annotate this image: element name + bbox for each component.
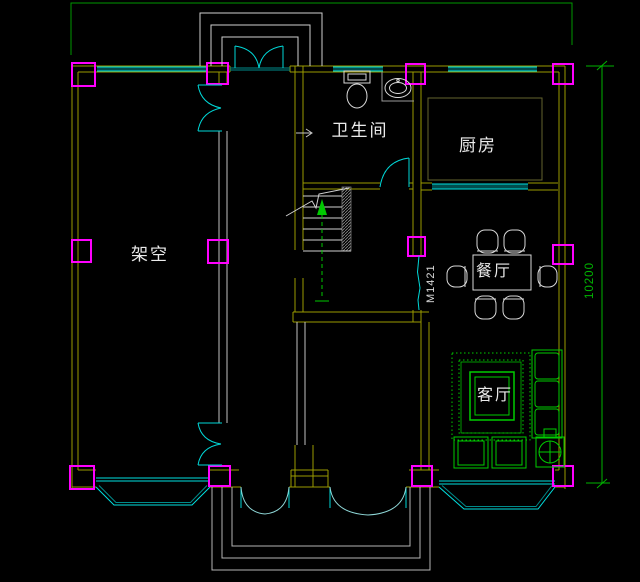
door-m1421	[416, 255, 421, 311]
dimension-text-10200: 10200	[584, 262, 596, 299]
wash-basin	[381, 72, 414, 102]
height-dimension	[586, 60, 614, 489]
floor-fan	[535, 428, 565, 468]
stilt-space-top-door	[197, 84, 222, 132]
room-label-dining: 餐厅	[475, 263, 512, 280]
living-room-rug	[451, 352, 531, 441]
south-double-doors	[240, 486, 407, 516]
room-label-bathroom: 卫生间	[331, 121, 389, 140]
bay-windows	[95, 485, 556, 510]
dining-table-and-chairs	[446, 229, 558, 320]
stair-direction-arrow	[315, 199, 329, 302]
porch-steps-bottom	[211, 487, 431, 571]
entry-double-door	[234, 45, 284, 69]
windows	[96, 66, 555, 485]
columns	[69, 62, 574, 490]
room-label-stilt-space: 架空	[131, 245, 169, 264]
porch-steps-top	[199, 12, 323, 66]
site-boundary	[70, 2, 573, 55]
room-label-living: 客厅	[476, 387, 513, 404]
sofa	[531, 349, 563, 439]
doors	[197, 45, 421, 516]
kitchen-counter	[427, 97, 543, 181]
armchairs	[453, 436, 527, 469]
toilet	[343, 70, 371, 109]
interior-walls-light	[218, 131, 306, 445]
staircase	[285, 128, 352, 252]
room-label-kitchen: 厨房	[459, 136, 497, 155]
stilt-space-bottom-door	[197, 422, 222, 466]
interior-walls	[218, 66, 558, 470]
door-tag-m1421: M1421	[425, 264, 437, 303]
bathroom-door	[379, 157, 410, 188]
